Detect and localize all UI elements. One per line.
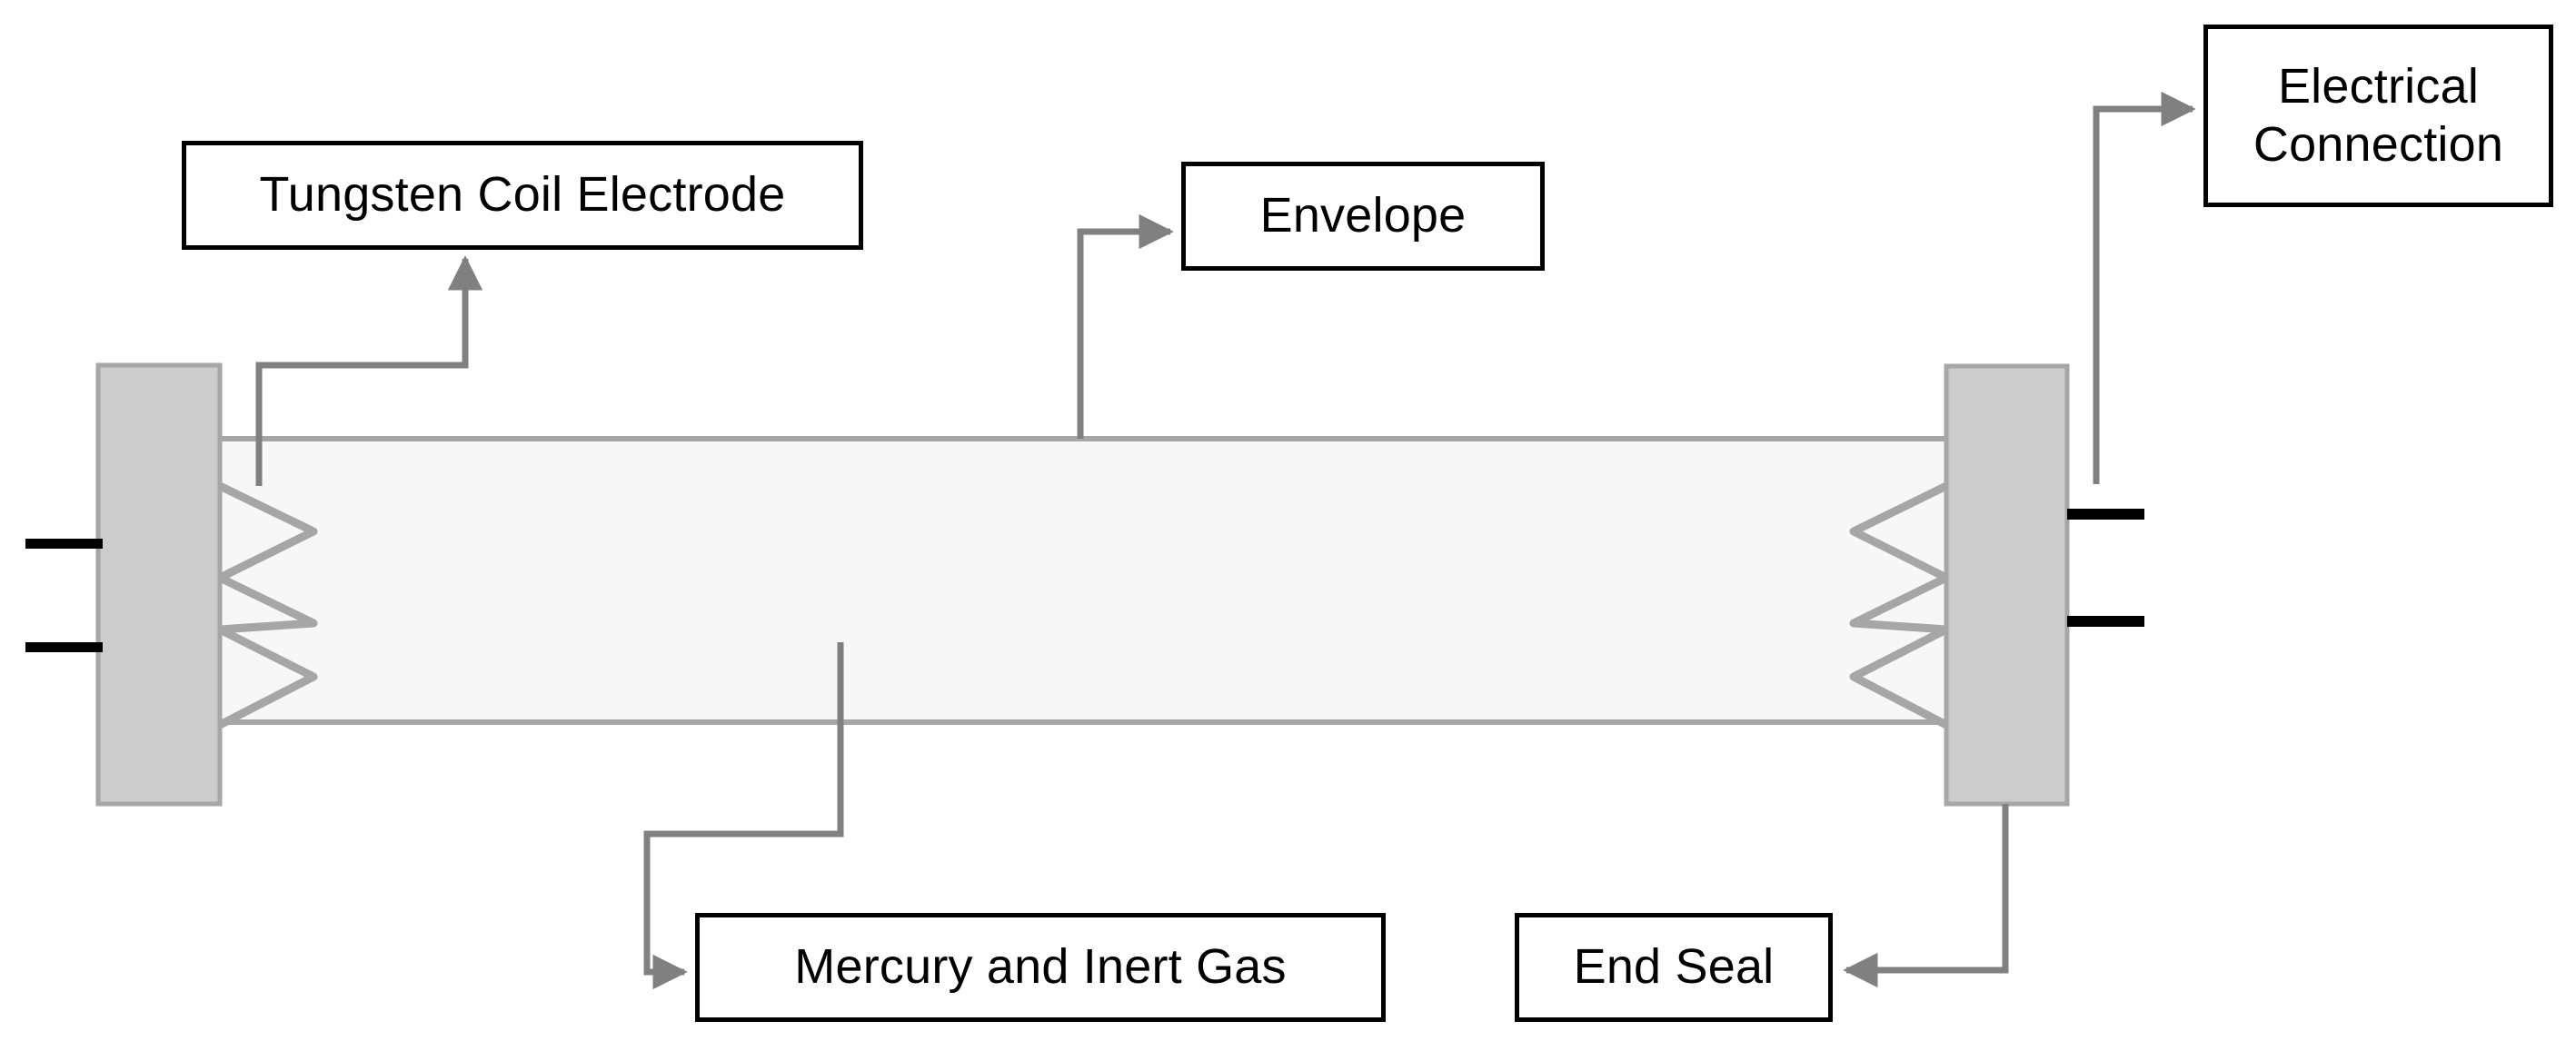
- label-end-seal: End Seal: [1515, 913, 1833, 1022]
- right-upper-pin: [2067, 509, 2144, 520]
- tungsten-leader-line: [255, 255, 483, 486]
- right-end-cap: [1944, 363, 2070, 807]
- mercury-leader-line: [643, 642, 844, 990]
- label-electrical-connection: Electrical Connection: [2203, 25, 2553, 207]
- right-lower-pin: [2067, 616, 2144, 627]
- left-end-cap: [95, 362, 223, 807]
- end-seal-leader-line: [1843, 804, 2009, 988]
- electrical-connection-leader-line: [2093, 91, 2196, 484]
- label-envelope: Envelope: [1181, 162, 1545, 271]
- tube-body: [220, 439, 1946, 722]
- left-lower-pin: [25, 642, 103, 652]
- label-tungsten-coil-electrode: Tungsten Coil Electrode: [182, 141, 863, 250]
- right-coil-icon: [1849, 481, 1951, 729]
- envelope-leader-line: [1077, 213, 1174, 439]
- label-mercury-and-inert-gas: Mercury and Inert Gas: [695, 913, 1386, 1022]
- left-upper-pin: [25, 539, 103, 549]
- left-coil-icon: [215, 481, 318, 729]
